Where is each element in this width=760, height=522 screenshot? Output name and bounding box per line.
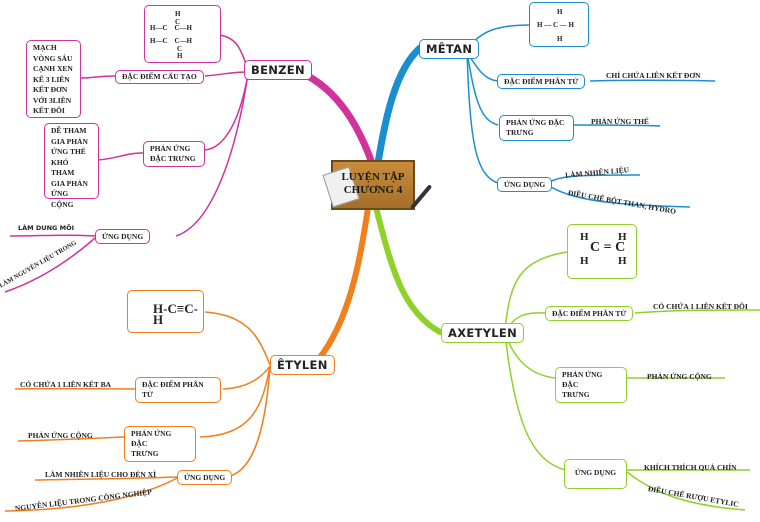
text-line: GIA PHẢN [51, 178, 88, 188]
benzen-formula-box[interactable]: H H—C C—H C H—C C—H C H [144, 5, 221, 63]
axetylen-molecule-node[interactable]: ĐẶC ĐIỂM PHÂN TỬ [545, 306, 634, 321]
benzen-formula-c-top: C [175, 18, 181, 26]
branch-metan [374, 44, 424, 167]
etylen-reaction-node[interactable]: PHẢN ỨNG ĐẶC TRƯNG [124, 426, 196, 462]
etylen-molecule-detail: CÓ CHỨA 1 LIÊN KẾT BA [20, 380, 112, 389]
text-line: KẾT ĐƠN [33, 85, 68, 94]
benzen-formula-h-bottom: H [177, 52, 183, 60]
text-line: ỨNG CỘNG [51, 189, 74, 209]
text-line: GIA PHẢN [51, 136, 88, 146]
metan-formula-bottom: H [557, 35, 563, 43]
etylen-usage-item: LÀM NHIÊN LIỆU CHO ĐÈN XÌ [45, 470, 157, 479]
node-metan[interactable]: MÊTAN [419, 39, 480, 59]
benzen-usage-item: LÀM DUNG MÔI [18, 224, 75, 232]
axetylen-reaction-detail: PHẢN ỨNG CỘNG [647, 372, 712, 381]
etylen-molecule-node[interactable]: ĐẶC ĐIỂM PHÂN TỬ [135, 377, 221, 403]
benzen-reaction-detail[interactable]: DỄ THAM GIA PHẢN ỨNG THẾ KHÓ THAM GIA PH… [44, 123, 99, 209]
text-line: CẠNH XEN [33, 64, 73, 73]
node-axetylen[interactable]: AXETYLEN [441, 323, 525, 343]
text-line: ỨNG THẾ [51, 147, 86, 156]
branch-benzen [278, 66, 376, 167]
metan-formula-middle: H — C — H [537, 21, 574, 29]
axetylen-usage-item: KHÍCH THÍCH QUẢ CHÍN [644, 463, 737, 472]
metan-reaction-detail: PHẢN ỨNG THẾ [591, 117, 649, 126]
center-node[interactable]: LUYỆN TẬP CHƯƠNG 4 [322, 160, 433, 210]
metan-reaction-node[interactable]: PHẢN ỨNG ĐẶC TRƯNG [499, 115, 574, 141]
benzen-formula-row1: H—C C—H [150, 24, 192, 32]
metan-molecule-detail: CHỈ CHỨA LIÊN KẾT ĐƠN [606, 71, 701, 80]
benzen-structure-detail[interactable]: MẠCH VÒNG SÁU CẠNH XEN KẼ 3 LIÊN KẾT ĐƠN… [26, 40, 81, 118]
center-title-line2: CHƯƠNG 4 [343, 184, 403, 196]
axetylen-reaction-node[interactable]: PHẢN ỨNG ĐẶC TRƯNG [555, 367, 627, 403]
formula-h: H [580, 255, 589, 267]
text-line: VÒNG SÁU [33, 53, 73, 63]
etylen-formula-box[interactable]: H-C≡C-H [127, 290, 204, 333]
metan-usage-node[interactable]: ỨNG DỤNG [497, 177, 553, 192]
branch-etylen [315, 205, 371, 363]
text-line: PHẢN ỨNG ĐẶC [506, 118, 565, 127]
text-line: TỬ [142, 390, 153, 399]
text-line: VỚI 3LIÊN [33, 95, 72, 105]
axetylen-formula: C = C [590, 240, 626, 255]
text-line: MẠCH [33, 43, 57, 52]
metan-formula-box[interactable]: H H — C — H H [529, 2, 589, 47]
axetylen-usage-node[interactable]: ỨNG DỤNG [564, 459, 627, 489]
branch-axetylen [373, 205, 443, 335]
center-title: LUYỆN TẬP CHƯƠNG 4 [333, 171, 413, 197]
benzen-usage-node[interactable]: ỨNG DỤNG [95, 229, 151, 244]
formula-h: H [618, 255, 627, 267]
text-line: KẼ 3 LIÊN [33, 74, 70, 84]
text-line: TRƯNG [131, 449, 159, 458]
text-line: TRƯNG [506, 128, 534, 137]
text-line: TRƯNG [562, 390, 590, 399]
benzen-structure-node[interactable]: ĐẶC ĐIỂM CẤU TẠO [115, 70, 204, 84]
text-line: KHÓ THAM [51, 157, 75, 178]
center-title-line1: LUYỆN TẬP [341, 171, 405, 183]
benzen-reaction-node[interactable]: PHẢN ỨNG ĐẶC TRƯNG [143, 141, 205, 167]
benzen-formula-c-bottom: C [177, 45, 183, 53]
node-benzen[interactable]: BENZEN [244, 60, 312, 80]
axetylen-formula-box[interactable]: H H H H C = C [567, 224, 637, 279]
metan-formula-top: H [557, 8, 563, 16]
text-line: DỄ THAM [51, 126, 87, 135]
text-line: PHẢN ỨNG [150, 144, 191, 153]
formula-h: H [618, 231, 627, 243]
benzen-formula-h-top: H [175, 10, 181, 18]
text-line: ĐẶC TRƯNG [150, 154, 196, 163]
axetylen-molecule-detail: CÓ CHỨA 1 LIÊN KẾT ĐÔI [653, 302, 748, 311]
text-line: PHẢN ỨNG ĐẶC [562, 370, 603, 389]
etylen-usage-node[interactable]: ỨNG DỤNG [177, 470, 233, 485]
text-line: PHẢN ỨNG ĐẶC [131, 429, 172, 448]
etylen-reaction-detail: PHẢN ỨNG CỘNG [28, 431, 93, 440]
text-line: ĐẶC ĐIỂM PHÂN [142, 380, 204, 389]
text-line: KẾT ĐÔI [33, 106, 65, 115]
metan-molecule-node[interactable]: ĐẶC ĐIỂM PHÂN TỬ [497, 74, 586, 89]
etylen-formula: H-C≡C-H [153, 301, 198, 327]
node-etylen[interactable]: ÊTYLEN [270, 355, 335, 375]
benzen-formula-row2: H—C C—H [150, 37, 192, 45]
formula-h: H [580, 231, 589, 243]
